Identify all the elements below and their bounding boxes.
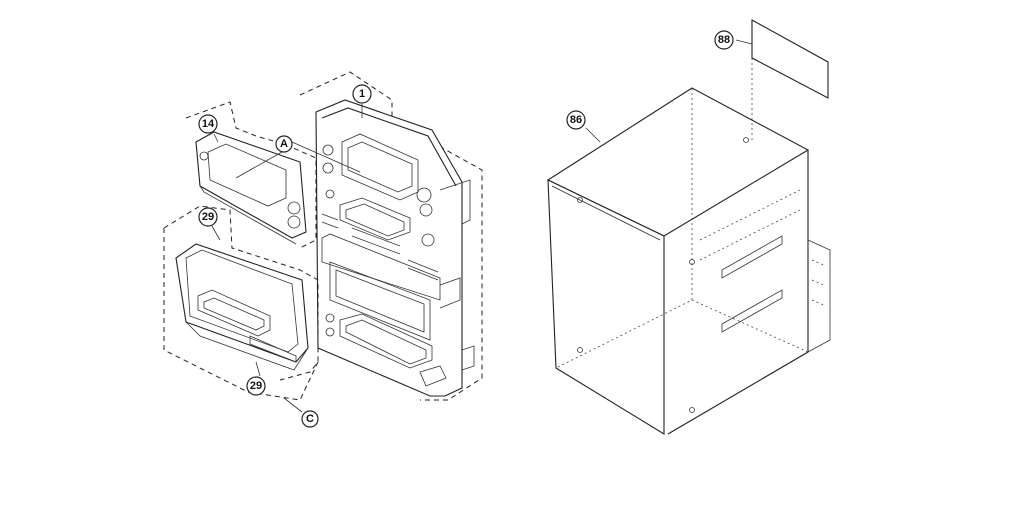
callout-29-bottom-text: 29 <box>250 380 262 392</box>
front-door-assembly <box>163 205 319 401</box>
callout-86: 86 <box>566 110 586 130</box>
callout-1: 1 <box>352 84 372 104</box>
callout-29-bottom: 29 <box>246 376 266 396</box>
leader-lines <box>211 39 753 413</box>
callout-14-text: 14 <box>202 118 215 130</box>
callout-A: A <box>275 135 293 153</box>
cabinet-cover <box>546 19 831 435</box>
callout-88: 88 <box>714 30 734 50</box>
callout-86-text: 86 <box>570 114 582 126</box>
callout-C-text: C <box>306 413 314 425</box>
callout-88-text: 88 <box>718 34 730 46</box>
front-cabinet-assembly <box>299 71 483 401</box>
callout-29-top-text: 29 <box>202 211 214 223</box>
callout-1-text: 1 <box>359 88 365 100</box>
callout-14: 14 <box>198 114 218 134</box>
callout-A-text: A <box>280 138 288 150</box>
display-panel-assembly <box>185 101 317 249</box>
callout-29-top: 29 <box>198 207 218 227</box>
callout-C: C <box>301 410 319 428</box>
